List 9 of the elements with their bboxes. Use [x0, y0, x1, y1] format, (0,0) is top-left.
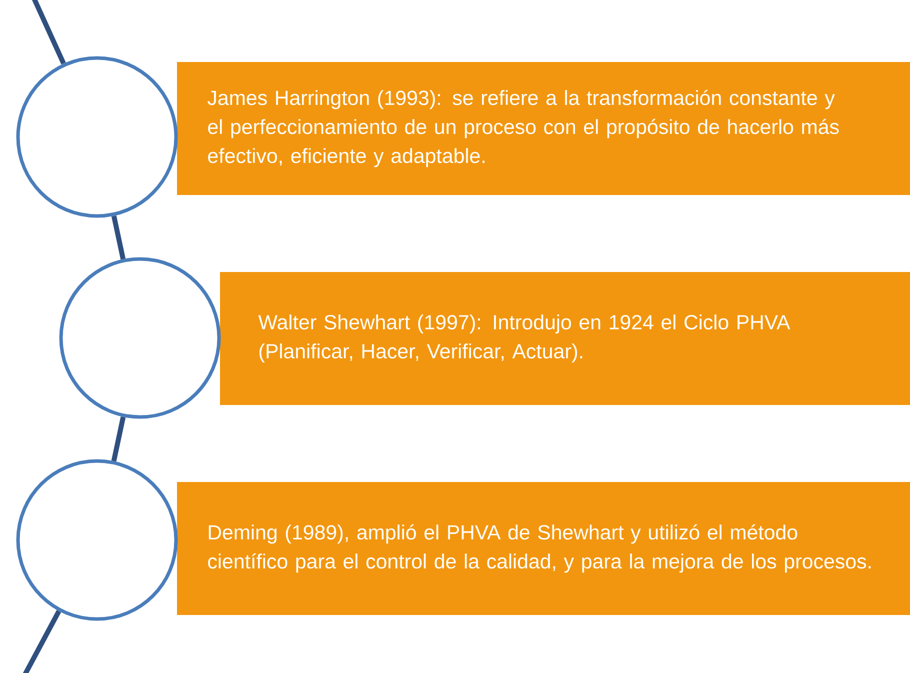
connector-line [111, 416, 126, 462]
text-band: James Harrington (1993): se refiere a la transformación constante y el perfeccionamiento de un proceso con el propósito de hacerlo más efectivo, eficiente y adaptable. [177, 62, 910, 195]
connector-line [111, 215, 126, 260]
circle [59, 257, 221, 419]
circle [16, 56, 178, 218]
text-band: Walter Shewhart (1997): Introdujo en 1924 el Ciclo PHVA (Planificar, Hacer, Verificar, Actuar). [220, 272, 910, 405]
circle [16, 459, 178, 621]
connector-line [30, 0, 66, 65]
text-band: Deming (1989), amplió el PHVA de Shewhart y utilizó el método científico para el control de la calidad, y para la mejora de los procesos. [177, 482, 910, 615]
